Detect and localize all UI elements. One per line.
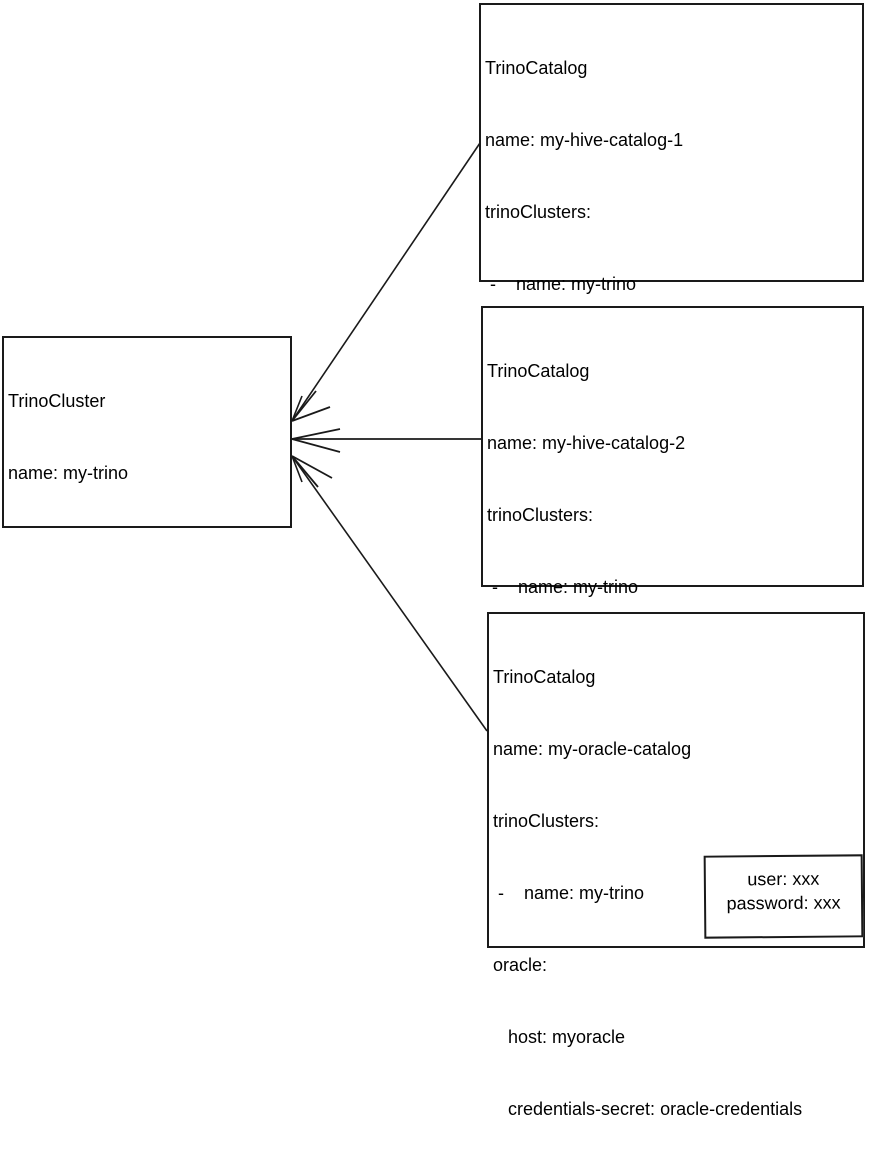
trino-catalog-3-box[interactable]: TrinoCatalog name: my-oracle-catalog tri…	[487, 612, 865, 1119]
trino-catalog-1-box[interactable]: TrinoCatalog name: my-hive-catalog-1 tri…	[479, 3, 864, 654]
catalog-3-line-6: credentials-secret: oracle-credentials	[493, 1099, 803, 1119]
catalog-1-line-2: trinoClusters:	[485, 202, 592, 222]
cluster-line-1: name: my-trino	[8, 463, 129, 483]
catalog-1-line-1: name: my-hive-catalog-1	[485, 130, 684, 150]
diagram-canvas: TrinoCluster name: my-trino TrinoCatalog…	[2, 3, 865, 1119]
catalog-2-line-1: name: my-hive-catalog-2	[487, 433, 686, 453]
credentials-secret-box[interactable]: user: xxx password: xxx	[703, 854, 864, 939]
catalog-3-line-1: name: my-oracle-catalog	[493, 739, 692, 759]
credentials-line-0: user: xxx	[747, 868, 820, 890]
catalog-3-line-4: oracle:	[493, 955, 548, 975]
credentials-text: user: xxx password: xxx	[706, 866, 861, 915]
trino-cluster-box[interactable]: TrinoCluster name: my-trino	[2, 336, 292, 528]
catalog-2-line-0: TrinoCatalog	[487, 361, 590, 381]
connector-catalog-3-to-cluster	[291, 455, 488, 732]
trino-cluster-text: TrinoCluster name: my-trino	[8, 341, 128, 533]
cluster-line-0: TrinoCluster	[8, 391, 106, 411]
connector-catalog-1-to-cluster	[291, 142, 481, 422]
catalog-2-line-2: trinoClusters:	[487, 505, 594, 525]
catalog-1-line-0: TrinoCatalog	[485, 58, 588, 78]
trino-catalog-2-box[interactable]: TrinoCatalog name: my-hive-catalog-2 tri…	[481, 306, 864, 885]
catalog-3-line-0: TrinoCatalog	[493, 667, 596, 687]
catalog-3-line-5: host: myoracle	[493, 1027, 626, 1047]
connector-catalog-2-to-cluster	[291, 428, 482, 453]
catalog-3-line-3: - name: my-trino	[493, 883, 645, 903]
catalog-3-line-2: trinoClusters:	[493, 811, 600, 831]
catalog-2-line-3: - name: my-trino	[487, 577, 639, 597]
catalog-1-line-3: - name: my-trino	[485, 274, 637, 294]
credentials-line-1: password: xxx	[726, 892, 841, 914]
